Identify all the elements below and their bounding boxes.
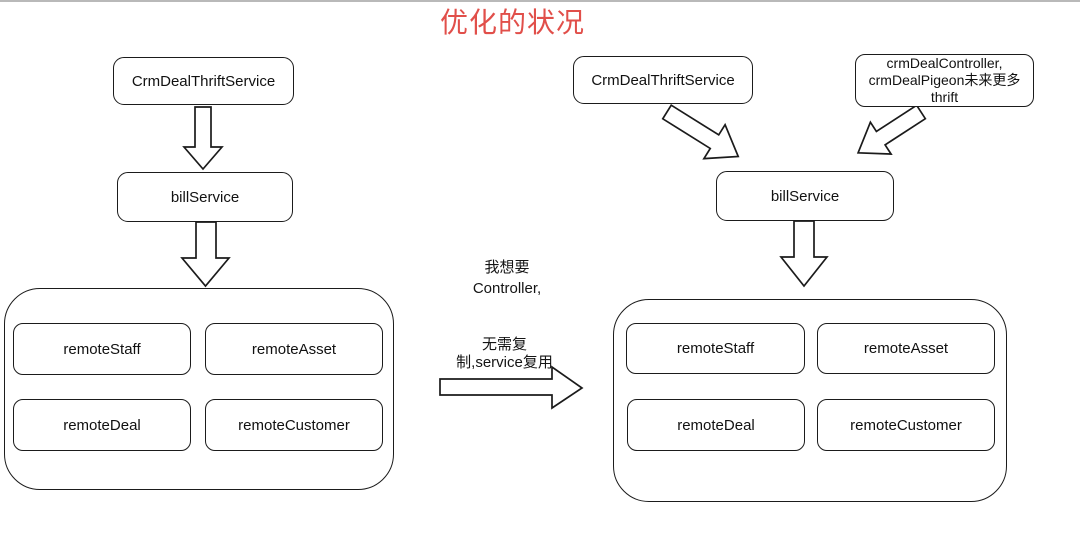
note-line: 制,service复用 [456,354,553,371]
node-billservice-right: billService [716,171,894,221]
note-line: 无需复 [481,336,527,353]
node-remotecustomer-right: remoteCustomer [817,399,995,451]
node-line: thrift [930,89,959,105]
node-remoteasset-right: remoteAsset [817,323,995,374]
diagram-title: 优化的状况 [440,7,586,38]
arrow-down-right-icon [661,104,740,160]
node-crmdealthriftservice-left: CrmDealThriftService [113,57,294,105]
arrow-down-icon [180,221,231,288]
note-line: Controller, [472,280,542,297]
node-remotedeal-left: remoteDeal [13,399,191,451]
note-want-controller: 我想要 Controller, [437,257,577,299]
note-no-copy-reuse: 无需复 制,service复用 [427,336,582,372]
node-remotecustomer-left: remoteCustomer [205,399,383,451]
top-divider [0,0,1080,2]
arrow-down-icon [779,220,829,288]
node-line: crmDealPigeon未来更多 [868,72,1021,88]
node-remoteasset-left: remoteAsset [205,323,383,375]
arrow-right-icon [439,365,584,410]
node-crmdealcontroller-pigeon: crmDealController, crmDealPigeon未来更多 thr… [855,54,1034,107]
node-crmdealthriftservice-right: CrmDealThriftService [573,56,753,104]
node-line: crmDealController, [886,55,1003,71]
node-remotedeal-right: remoteDeal [627,399,805,451]
service-group-left [4,288,394,490]
arrow-down-icon [182,106,224,171]
node-billservice-left: billService [117,172,293,222]
note-line: 我想要 [484,259,530,276]
node-remotestaff-left: remoteStaff [13,323,191,375]
node-remotestaff-right: remoteStaff [626,323,805,374]
